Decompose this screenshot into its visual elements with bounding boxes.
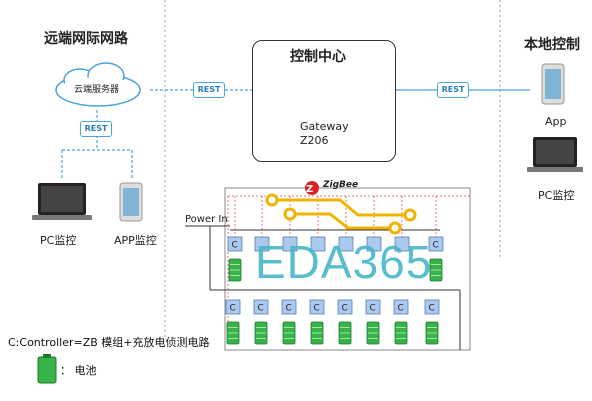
- local-title: 本地控制: [524, 37, 580, 53]
- battery-legend-icon: [37, 354, 57, 384]
- battery-array-wiring: [185, 187, 471, 351]
- controller-letter: C: [258, 304, 264, 314]
- controller-letter: C: [342, 304, 348, 314]
- pc-label-remote: PC监控: [40, 234, 77, 247]
- controller-letter: C: [286, 304, 292, 314]
- controller-box: [428, 236, 444, 252]
- controller-letter: C: [370, 304, 376, 314]
- controller-letter: C: [429, 304, 435, 314]
- controller-box: [281, 299, 297, 315]
- phone-icon: [119, 182, 143, 222]
- cloud-label: 云端服务器: [74, 85, 120, 95]
- app-label-local: App: [545, 115, 567, 128]
- watermark-circuit: [265, 193, 417, 235]
- cloud-icon: [55, 62, 141, 107]
- controller-letter: C: [314, 304, 320, 314]
- controller-legend: C:Controller=ZB 模组+充放电侦测电路: [8, 336, 210, 349]
- rest-badge-center: REST: [193, 82, 225, 98]
- power-in-label: Power In: [185, 214, 228, 225]
- controller-box: [282, 236, 298, 252]
- controller-letter: C: [230, 304, 236, 314]
- controller-box: [310, 236, 326, 252]
- controller-box: [227, 236, 243, 252]
- phone-icon-local: [541, 63, 565, 105]
- controller-box: [225, 299, 241, 315]
- app-label-remote: APP监控: [114, 234, 157, 247]
- center-title: 控制中心: [290, 49, 346, 65]
- controller-box: [394, 236, 410, 252]
- control-center-box: [252, 40, 396, 162]
- controller-letter: C: [398, 304, 404, 314]
- rest-badge-cloud: REST: [80, 121, 112, 137]
- controller-box: [253, 299, 269, 315]
- controller-letter: C: [433, 241, 439, 251]
- controller-letter: C: [232, 241, 238, 251]
- controller-box: [337, 299, 353, 315]
- module-array: C C C C C C C C C C: [225, 236, 444, 345]
- laptop-icon: [32, 183, 92, 220]
- laptop-icon-local: [527, 137, 583, 172]
- controller-box: [254, 236, 270, 252]
- battery-legend: ： 电池: [60, 364, 97, 377]
- zigbee-label: ZigBee: [323, 180, 359, 190]
- gateway-label: Gateway: [300, 120, 349, 133]
- zigbee-logo: Z: [305, 181, 319, 195]
- rest-badge-local: REST: [437, 82, 469, 98]
- controller-box: [366, 236, 382, 252]
- eda365-watermark: EDA365: [255, 236, 433, 288]
- controller-box: [365, 299, 381, 315]
- controller-box: [393, 299, 409, 315]
- controller-box: [424, 299, 440, 315]
- remote-title: 远端网际网路: [44, 31, 128, 47]
- pc-label-local: PC监控: [538, 189, 575, 202]
- gateway-model: Z206: [300, 134, 329, 147]
- controller-box: [309, 299, 325, 315]
- controller-box: [338, 236, 354, 252]
- svg-text:Z: Z: [306, 184, 313, 195]
